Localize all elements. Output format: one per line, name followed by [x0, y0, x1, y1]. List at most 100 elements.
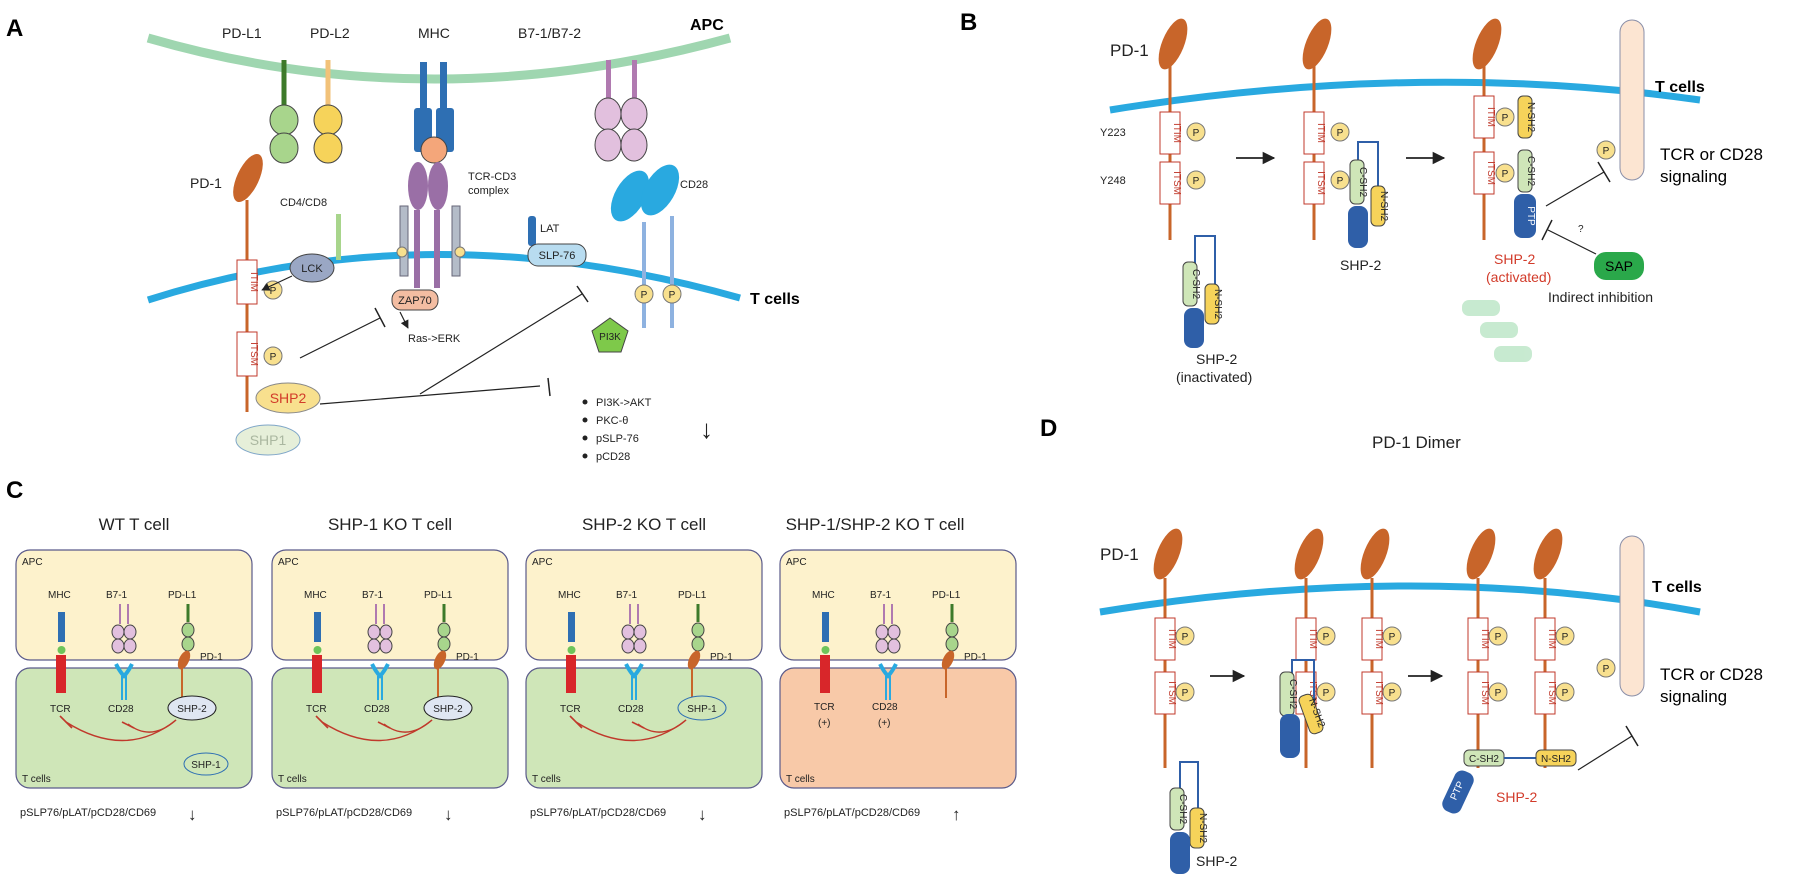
- b7-domain: [887, 624, 901, 640]
- tcr-plus: (+): [818, 718, 831, 729]
- summary-text: pSLP76/pLAT/pCD28/CD69: [276, 807, 412, 819]
- tcr-label-2: complex: [468, 185, 509, 197]
- itim-a: ITIM: [248, 272, 259, 292]
- b7-domain: [887, 638, 901, 654]
- shp2-label-c: SHP-2: [433, 704, 463, 715]
- tcr-label-c: TCR: [50, 704, 71, 715]
- cd28-label-c: CD28: [364, 704, 390, 715]
- shp2-d1-label: SHP-2: [1196, 853, 1237, 869]
- p-b3a: P: [1502, 113, 1509, 124]
- pd1-receptor-a: ITIM ITSM P P: [233, 153, 283, 412]
- tcell-box-label: T cells: [532, 774, 561, 785]
- inhibit-zap: [299, 317, 381, 359]
- pd1-label-c: PD-1: [200, 652, 223, 663]
- pd1-stage-1: ITIM ITSM P P: [1158, 18, 1206, 240]
- ptp-b3: PTP: [1525, 206, 1536, 226]
- tcr-label-c: TCR: [814, 702, 835, 713]
- shp2-label-a: SHP2: [270, 390, 307, 406]
- tcr-c: [820, 655, 830, 693]
- apc-box-label: APC: [22, 557, 43, 568]
- pd1-label-b: PD-1: [1110, 41, 1149, 60]
- pi3k: [591, 317, 629, 353]
- p-b2b: P: [1337, 176, 1344, 187]
- lck: [289, 253, 335, 283]
- signal2-b: signaling: [1660, 167, 1727, 186]
- summary-arrow: ↓: [444, 805, 453, 824]
- b7-domain: [875, 638, 889, 654]
- ko-cell-title: SHP-1 KO T cell: [328, 515, 452, 534]
- cd28-c: [114, 663, 134, 679]
- tcell-box-label: T cells: [22, 774, 51, 785]
- itsm-a: ITSM: [248, 342, 259, 366]
- shp2-middle-d: C-SH2 N-SH2: [1279, 659, 1327, 758]
- pdl1-label-c: PD-L1: [932, 590, 961, 601]
- slp76-label: SLP-76: [539, 250, 576, 262]
- pd1-label-c: PD-1: [456, 652, 479, 663]
- inhibit-bar-1: [576, 285, 589, 303]
- p-d: P: [1495, 688, 1502, 699]
- shp2-label-c: SHP-2: [177, 704, 207, 715]
- pd1-c: [687, 650, 701, 670]
- effects-down-arrow: ↓: [700, 414, 713, 444]
- summary-arrow: ↑: [952, 805, 961, 824]
- mhc-label-c: MHC: [48, 590, 71, 601]
- cd28-plus: (+): [878, 718, 891, 729]
- itim-b1: ITIM: [1171, 123, 1182, 143]
- peptide-c: [57, 646, 66, 654]
- inhibit-line-2: [419, 293, 583, 395]
- signal1-b: TCR or CD28: [1660, 145, 1763, 164]
- pd1-c: [433, 650, 447, 670]
- effect-1: PKC-θ: [596, 415, 628, 427]
- b7-domain: [111, 638, 125, 654]
- question-mark: ?: [1578, 224, 1584, 235]
- pdl1-c: [437, 622, 451, 638]
- panel-b: B T cells PD-1 Y223 Y248 ITIM ITSM P P C…: [960, 9, 1763, 385]
- summary-text: pSLP76/pLAT/pCD28/CD69: [784, 807, 920, 819]
- tcell-membrane-b: [1109, 78, 1701, 114]
- inhibit-bar-2: [547, 377, 551, 397]
- p-a1: P: [270, 286, 277, 297]
- itsm-d: ITSM: [1546, 681, 1557, 705]
- panel-a: A APC PD-L1 PD-L2 MHC B7-1/B7-2: [6, 15, 800, 463]
- sap: [1594, 252, 1644, 280]
- cd28-c: [878, 663, 898, 679]
- tcr-cd3-complex: [396, 162, 466, 288]
- ko-cell-title: SHP-1/SHP-2 KO T cell: [786, 515, 965, 534]
- itim-d: ITIM: [1546, 629, 1557, 649]
- shp1-bubble: [183, 752, 229, 776]
- ko-cell-title: WT T cell: [99, 515, 170, 534]
- b7-domain: [123, 638, 137, 654]
- b71-label-c: B7-1: [616, 590, 638, 601]
- itim-b3: ITIM: [1485, 107, 1496, 127]
- pd1-label-c: PD-1: [710, 652, 733, 663]
- panel-b-letter: B: [960, 9, 977, 36]
- pdl1-c: [181, 622, 195, 638]
- apc-box-label: APC: [532, 557, 553, 568]
- tcr-label-c: TCR: [306, 704, 327, 715]
- p-d: P: [1323, 688, 1330, 699]
- apc-box-label: APC: [786, 557, 807, 568]
- sap-inhibit-bar: [1541, 219, 1553, 241]
- effect-2: pSLP-76: [596, 433, 639, 445]
- csh2-d2: C-SH2: [1287, 679, 1298, 709]
- apc-label: APC: [690, 17, 724, 34]
- b7-label: B7-1/B7-2: [518, 25, 581, 41]
- pdl1-label-c: PD-L1: [424, 590, 453, 601]
- pdl1-ligand: [269, 60, 299, 164]
- tcells-label-d: T cells: [1652, 579, 1702, 596]
- b7-domain: [379, 638, 393, 654]
- p-cd28-1: P: [641, 290, 648, 301]
- cd28-label-c: CD28: [108, 704, 134, 715]
- p-b-tcr: P: [1603, 146, 1610, 157]
- tcr-label-1: TCR-CD3: [468, 171, 516, 183]
- itim-d: ITIM: [1307, 629, 1318, 649]
- p-d: P: [1562, 632, 1569, 643]
- pd1-dimer-title: PD-1 Dimer: [1372, 433, 1461, 452]
- peptide-c: [567, 646, 576, 654]
- tcell-box-label: T cells: [278, 774, 307, 785]
- pd1-label-a: PD-1: [190, 175, 222, 191]
